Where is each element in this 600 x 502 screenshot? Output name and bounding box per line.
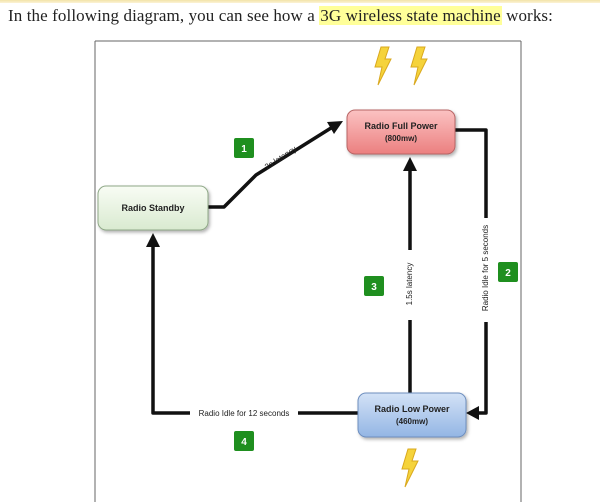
label-bg-3	[398, 250, 422, 320]
transition-label-1: 2s latency	[263, 144, 298, 171]
arrowhead-1	[327, 121, 343, 134]
state-radio-full-power: Radio Full Power (800mw)	[346, 109, 456, 155]
state-title: Radio Full Power	[364, 121, 438, 131]
top-rule	[0, 0, 600, 3]
state-title: Radio Low Power	[374, 404, 450, 414]
badge-4: 4	[234, 431, 254, 451]
state-radio-low-power: Radio Low Power (460mw)	[357, 392, 467, 438]
arrowhead-2	[466, 406, 479, 420]
intro-text: In the following diagram, you can see ho…	[8, 6, 553, 26]
arrowhead-3	[403, 157, 417, 171]
arrowhead-4	[146, 233, 160, 247]
intro-suffix: works:	[501, 6, 553, 25]
intro-prefix: In the following diagram, you can see ho…	[8, 6, 320, 25]
arrow-standby-to-full	[208, 126, 332, 209]
lightning-icon	[401, 448, 419, 488]
badge-number: 1	[241, 144, 247, 155]
lightning-icon	[410, 46, 428, 86]
state-power: (800mw)	[385, 134, 417, 143]
state-power: (460mw)	[396, 417, 428, 426]
badge-2: 2	[498, 262, 518, 282]
arrow-low-to-standby	[151, 245, 358, 415]
badge-number: 3	[371, 282, 377, 293]
badge-number: 4	[241, 437, 247, 448]
state-radio-standby: Radio Standby	[97, 185, 209, 231]
transition-label-3: 1.5s latency	[405, 263, 414, 306]
badge-number: 2	[505, 268, 511, 279]
transition-label-2: Radio Idle for 5 seconds	[481, 225, 490, 311]
label-bg-4	[190, 406, 298, 420]
transition-label-4: Radio Idle for 12 seconds	[199, 409, 290, 418]
lightning-icon	[374, 46, 392, 86]
badge-1: 1	[234, 138, 254, 158]
intro-highlight: 3G wireless state machine	[319, 6, 502, 25]
badge-3: 3	[364, 276, 384, 296]
label-bg-2	[474, 218, 498, 322]
state-title: Radio Standby	[121, 203, 184, 213]
